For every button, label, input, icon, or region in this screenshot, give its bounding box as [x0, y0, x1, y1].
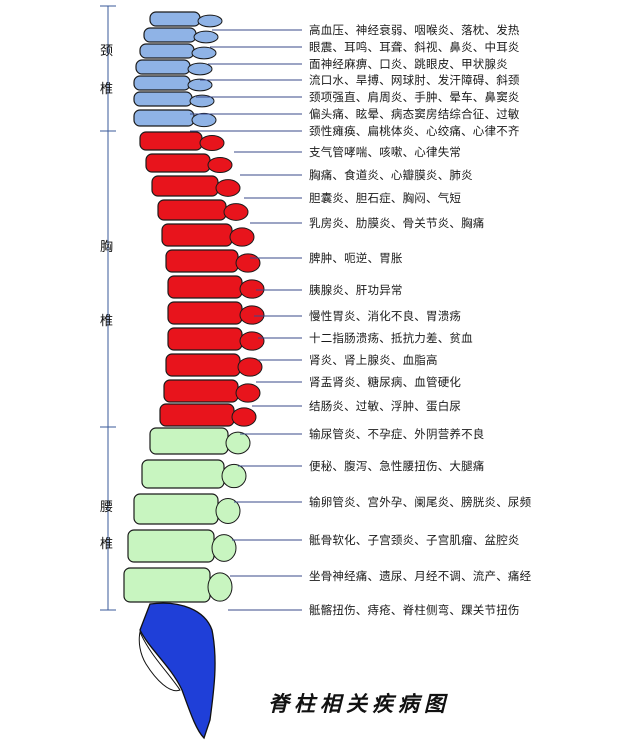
vertebra-lumbar: [141, 459, 225, 489]
disease-label: 胰腺炎、肝功异常: [309, 283, 403, 297]
disease-label: 慢性胃炎、消化不良、胃溃疡: [309, 309, 462, 323]
disease-label: 输卵管炎、宫外孕、阑尾炎、膀胱炎、尿频: [309, 495, 532, 509]
disease-label: 胆囊炎、胆石症、胸闷、气短: [309, 191, 462, 205]
spinous-process-thoracic: [229, 227, 255, 247]
disease-label: 肾盂肾炎、糖尿病、血管硬化: [309, 375, 462, 389]
spinous-process-thoracic: [239, 305, 265, 325]
spinous-process-lumbar: [221, 463, 247, 489]
vertebra-thoracic: [165, 353, 241, 377]
spinous-process-thoracic: [239, 279, 265, 299]
vertebra-thoracic: [145, 153, 211, 173]
disease-label: 十二指肠溃疡、抵抗力差、贫血: [309, 331, 473, 345]
region-char-cervical-2: 椎: [100, 82, 114, 97]
disease-label: 流口水、旱搏、网球肘、发汗障碍、斜颈: [309, 73, 520, 87]
spinous-process-cervical: [193, 30, 219, 44]
spinous-process-cervical: [191, 112, 217, 128]
spinous-process-lumbar: [211, 534, 237, 562]
vertebra-cervical: [143, 27, 197, 43]
region-char-thoracic-2: 椎: [100, 314, 114, 329]
disease-label: 骶骨软化、子宫颈炎、子宫肌瘤、盆腔炎: [309, 533, 520, 547]
region-char-cervical-1: 颈: [100, 44, 114, 59]
spinous-process-thoracic: [215, 179, 241, 197]
vertebra-cervical: [133, 91, 193, 107]
disease-label: 脾肿、呃逆、胃胀: [309, 251, 403, 265]
disease-label: 支气管哮喘、咳嗽、心律失常: [309, 145, 462, 159]
vertebra-thoracic: [151, 175, 219, 197]
vertebra-thoracic: [167, 327, 243, 351]
vertebra-lumbar: [127, 529, 215, 563]
region-char-thoracic-1: 胸: [100, 240, 114, 255]
disease-label: 偏头痛、眩晕、病态窦房结综合征、过敏: [309, 107, 520, 121]
spinous-process-thoracic: [207, 157, 233, 173]
spinous-process-lumbar: [225, 431, 251, 455]
disease-label: 眼震、耳鸣、耳聋、斜视、鼻炎、中耳炎: [309, 40, 520, 54]
disease-label: 便秘、腹泻、急性腰扭伤、大腿痛: [309, 459, 485, 473]
vertebra-lumbar: [123, 567, 211, 603]
spinous-process-thoracic: [231, 407, 257, 427]
region-bracket: [100, 5, 116, 611]
spinous-process-thoracic: [239, 331, 265, 351]
disease-label: 高血压、神经衰弱、咽喉炎、落枕、发热: [309, 23, 520, 37]
disease-label: 面神经麻痹、口炎、跳眼皮、甲状腺炎: [309, 57, 508, 71]
diagram-title: 脊柱相关疾病图: [268, 691, 450, 716]
vertebra-cervical: [135, 59, 191, 75]
disease-label: 乳房炎、肋膜炎、骨关节炎、胸痛: [309, 216, 485, 230]
vertebrae-group: [123, 11, 265, 740]
vertebra-thoracic: [165, 249, 239, 273]
disease-label: 结肠炎、过敏、浮肿、蛋白尿: [309, 399, 462, 413]
sacrum: [139, 602, 216, 740]
region-char-lumbar-1: 腰: [100, 500, 114, 515]
vertebra-thoracic: [159, 403, 235, 427]
disease-label: 骶髂扭伤、痔疮、脊柱侧弯、踝关节扭伤: [309, 603, 520, 617]
disease-label: 胸痛、食道炎、心瓣膜炎、肺炎: [309, 168, 473, 182]
vertebra-thoracic: [157, 199, 227, 221]
disease-label: 坐骨神经痛、遗尿、月经不调、流产、痛经: [309, 569, 532, 583]
spinous-process-cervical: [197, 14, 223, 28]
vertebra-cervical: [139, 43, 195, 59]
disease-label: 颈项强直、肩周炎、手肿、晕车、鼻窦炎: [309, 90, 520, 104]
disease-label: 输尿管炎、不孕症、外阴营养不良: [309, 427, 485, 441]
spinous-process-cervical: [191, 46, 217, 60]
spinous-process-thoracic: [199, 135, 225, 151]
region-char-lumbar-2: 椎: [100, 537, 114, 552]
spinous-process-lumbar: [215, 498, 241, 524]
spinous-process-thoracic: [223, 203, 249, 221]
vertebra-lumbar: [149, 427, 229, 455]
spinous-process-thoracic: [235, 383, 261, 403]
spinous-process-thoracic: [237, 357, 263, 377]
vertebra-cervical: [133, 109, 195, 127]
vertebra-lumbar: [133, 493, 219, 525]
vertebra-thoracic: [161, 223, 233, 247]
disease-label: 肾炎、肾上腺炎、血脂高: [309, 353, 438, 367]
vertebra-thoracic: [139, 131, 203, 151]
vertebra-thoracic: [167, 301, 243, 325]
vertebra-thoracic: [163, 379, 239, 403]
spinous-process-lumbar: [207, 572, 233, 602]
vertebra-cervical: [149, 11, 201, 27]
spinous-process-cervical: [187, 62, 213, 76]
vertebra-thoracic: [167, 275, 243, 299]
disease-label: 颈性瘫痪、扁桃体炎、心绞痛、心律不齐: [309, 124, 520, 138]
pelvic-bone-edge: [138, 630, 181, 692]
vertebra-cervical: [133, 75, 191, 91]
spinous-process-cervical: [187, 78, 213, 92]
spinous-process-cervical: [189, 94, 215, 108]
leader-lines: [190, 29, 302, 611]
spinous-process-thoracic: [235, 253, 261, 273]
